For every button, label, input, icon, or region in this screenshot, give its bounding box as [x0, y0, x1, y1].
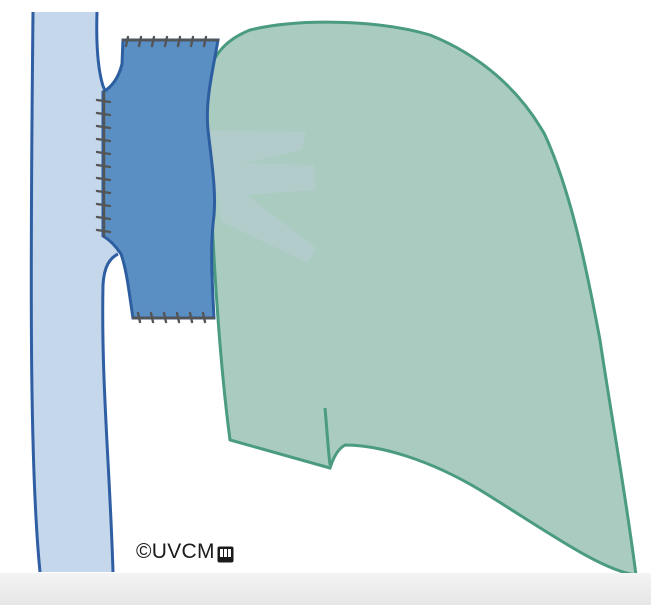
- bottom-bar: [0, 573, 651, 605]
- graft: [103, 40, 218, 318]
- uvcm-logo-icon: [217, 545, 234, 562]
- copyright-notice: ©UVCM: [136, 540, 234, 564]
- copyright-text: ©UVCM: [136, 540, 215, 564]
- lung: [202, 22, 636, 575]
